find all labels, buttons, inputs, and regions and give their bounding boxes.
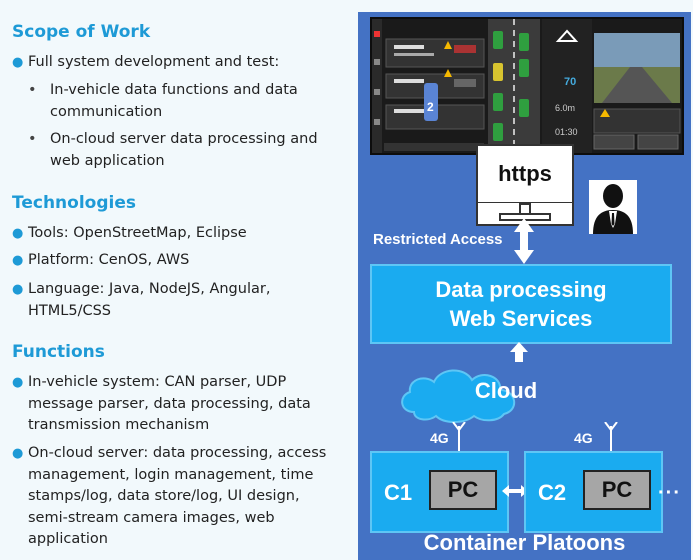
tech-platform-item: ● Platform: CenOS, AWS	[12, 250, 337, 272]
up-arrow-icon	[510, 342, 528, 362]
scope-main-text: Full system development and test:	[28, 54, 280, 70]
person-icon	[593, 184, 633, 234]
screen-speed-value: 70	[564, 76, 576, 88]
bullet-icon: ●	[12, 446, 24, 461]
tech-tools-item: ● Tools: OpenStreetMap, Eclipse	[12, 223, 337, 245]
link-arrow-icon	[502, 485, 528, 497]
container-c2-box: C2 PC	[524, 451, 663, 533]
container-c1-box: C1 PC	[370, 451, 509, 533]
scope-sub-item-1: • In-vehicle data functions and data com…	[28, 79, 328, 123]
functions-oncloud-item: ● On-cloud server: data processing, acce…	[12, 443, 337, 551]
more-dots: ···	[658, 482, 681, 504]
data-processing-line1: Data processing	[435, 277, 607, 302]
https-label: https	[498, 161, 552, 186]
architecture-diagram: 70 6.0m 01:30 2 https Restricted Access …	[358, 12, 691, 560]
bullet-icon: ●	[12, 253, 24, 268]
scope-item: ● Full system development and test:	[12, 52, 337, 74]
antenna-right-icon	[604, 422, 618, 452]
functions-invehicle-text: In-vehicle system: CAN parser, UDP messa…	[28, 374, 311, 433]
functions-invehicle-item: ● In-vehicle system: CAN parser, UDP mes…	[12, 372, 337, 437]
antenna-left-icon	[452, 422, 466, 452]
tech-platform-text: Platform: CenOS, AWS	[28, 252, 190, 268]
cloud-icon	[401, 369, 515, 423]
tech-language-text: Language: Java, NodeJS, Angular, HTML5/C…	[28, 281, 271, 319]
c2-label: C2	[538, 480, 567, 505]
4g-label-left: 4G	[430, 430, 449, 446]
scope-sub-item-2: • On-cloud server data processing and we…	[28, 128, 328, 172]
dashboard-screenshot: 70 6.0m 01:30 2	[370, 17, 684, 155]
https-monitor: https	[476, 144, 574, 226]
scope-heading: Scope of Work	[12, 22, 151, 42]
technologies-heading: Technologies	[12, 193, 136, 213]
pc-box-c1: PC	[429, 470, 497, 510]
sub-bullet-icon: •	[28, 82, 37, 98]
text-column: Scope of Work ● Full system development …	[12, 22, 337, 551]
screen-time: 01:30	[555, 127, 578, 137]
pc-box-c2: PC	[583, 470, 651, 510]
screen-distance: 6.0m	[555, 103, 575, 113]
data-processing-box: Data processing Web Services	[370, 264, 672, 344]
tech-language-item: ● Language: Java, NodeJS, Angular, HTML5…	[12, 279, 337, 322]
functions-oncloud-text: On-cloud server: data processing, access…	[28, 445, 327, 547]
scope-sub-text-1: In-vehicle data functions and data commu…	[50, 82, 298, 120]
dashboard-graphic: 70 6.0m 01:30 2	[372, 19, 681, 153]
restricted-access-label: Restricted Access	[373, 231, 503, 248]
bullet-icon: ●	[12, 55, 24, 70]
double-arrow-icon	[514, 218, 534, 264]
sub-bullet-icon: •	[28, 131, 37, 147]
scope-sub-text-2: On-cloud server data processing and web …	[50, 131, 318, 169]
data-processing-line2: Web Services	[449, 306, 593, 331]
bullet-icon: ●	[12, 226, 24, 241]
user-icon	[589, 180, 637, 234]
c1-label: C1	[384, 480, 413, 505]
cloud-label: Cloud	[474, 378, 538, 403]
functions-heading: Functions	[12, 342, 105, 362]
bullet-icon: ●	[12, 282, 24, 297]
container-platoons-label: Container Platoons	[423, 530, 626, 555]
tech-tools-text: Tools: OpenStreetMap, Eclipse	[28, 225, 247, 241]
screen-lane-number: 2	[427, 100, 434, 114]
bullet-icon: ●	[12, 375, 24, 390]
4g-label-right: 4G	[574, 430, 593, 446]
